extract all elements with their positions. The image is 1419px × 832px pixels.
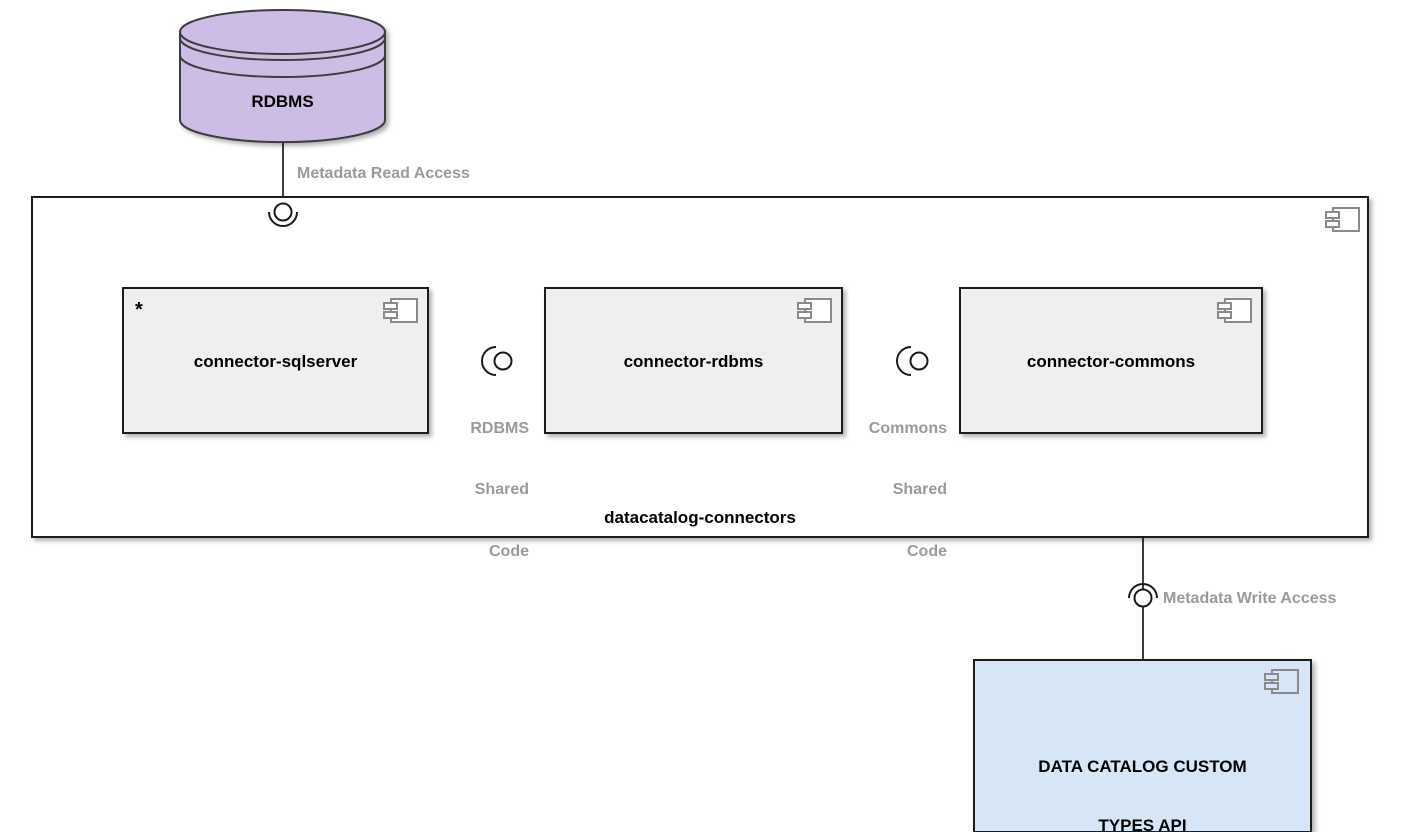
interface-label-rdbms-shared-code: RDBMS Shared Code [420, 378, 529, 603]
component-label-line: DATA CATALOG CUSTOM [1038, 757, 1247, 777]
component-icon [1264, 669, 1299, 694]
component-label-connector-sqlserver: connector-sqlserver [193, 352, 358, 371]
datastore-label: RDBMS [251, 92, 314, 111]
cylinder-rib-2 [179, 54, 386, 78]
component-body[interactable] [544, 287, 843, 434]
interface-metadata-read-access[interactable] [268, 202, 298, 227]
socket-arc [1128, 583, 1158, 599]
cylinder-top [179, 9, 386, 55]
component-icon [1325, 207, 1360, 232]
interface-rdbms-shared-code[interactable] [481, 346, 513, 376]
interface-label-metadata-write-access: Metadata Write Access [1163, 590, 1337, 607]
interface-ball[interactable] [909, 351, 929, 371]
interface-ball[interactable] [273, 202, 293, 222]
socket-arc [268, 211, 298, 227]
interface-label-line: Code [489, 542, 529, 560]
component-label-line: TYPES API [1098, 815, 1187, 832]
component-marker-asterisk: * [135, 299, 143, 321]
component-connector-commons[interactable] [959, 287, 1263, 434]
interface-metadata-write-access[interactable] [1128, 583, 1158, 608]
interface-ball[interactable] [1133, 588, 1153, 608]
component-label-connector-rdbms: connector-rdbms [623, 352, 764, 371]
interface-label-line: Commons [868, 419, 947, 437]
component-body[interactable] [973, 659, 1312, 832]
component-icon [797, 298, 832, 323]
component-data-catalog-custom-types-api[interactable] [973, 659, 1312, 832]
socket-arc [481, 346, 497, 376]
package-title: datacatalog-connectors [604, 508, 796, 527]
cylinder-rib-1 [179, 37, 386, 61]
interface-commons-shared-code[interactable] [896, 346, 929, 376]
cylinder-body [179, 31, 386, 144]
component-body[interactable] [959, 287, 1263, 434]
interface-label-metadata-read-access: Metadata Read Access [297, 165, 470, 182]
component-icon [383, 298, 418, 323]
component-connector-sqlserver[interactable] [122, 287, 429, 434]
interface-label-line: Shared [892, 481, 947, 499]
interface-ball[interactable] [493, 351, 513, 371]
component-icon [1217, 298, 1252, 323]
component-label-connector-commons: connector-commons [1026, 352, 1196, 371]
component-label-data-catalog-custom-types-api: DATA CATALOG CUSTOM TYPES API [974, 718, 1311, 832]
interface-label-line: RDBMS [470, 419, 529, 437]
interface-label-commons-shared-code: Commons Shared Code [846, 378, 947, 603]
component-connector-rdbms[interactable] [544, 287, 843, 434]
component-body[interactable] [122, 287, 429, 434]
interface-label-line: Shared [474, 481, 529, 499]
interface-label-line: Code [907, 542, 947, 560]
datastore-rdbms[interactable] [179, 9, 386, 144]
socket-arc [896, 346, 912, 376]
